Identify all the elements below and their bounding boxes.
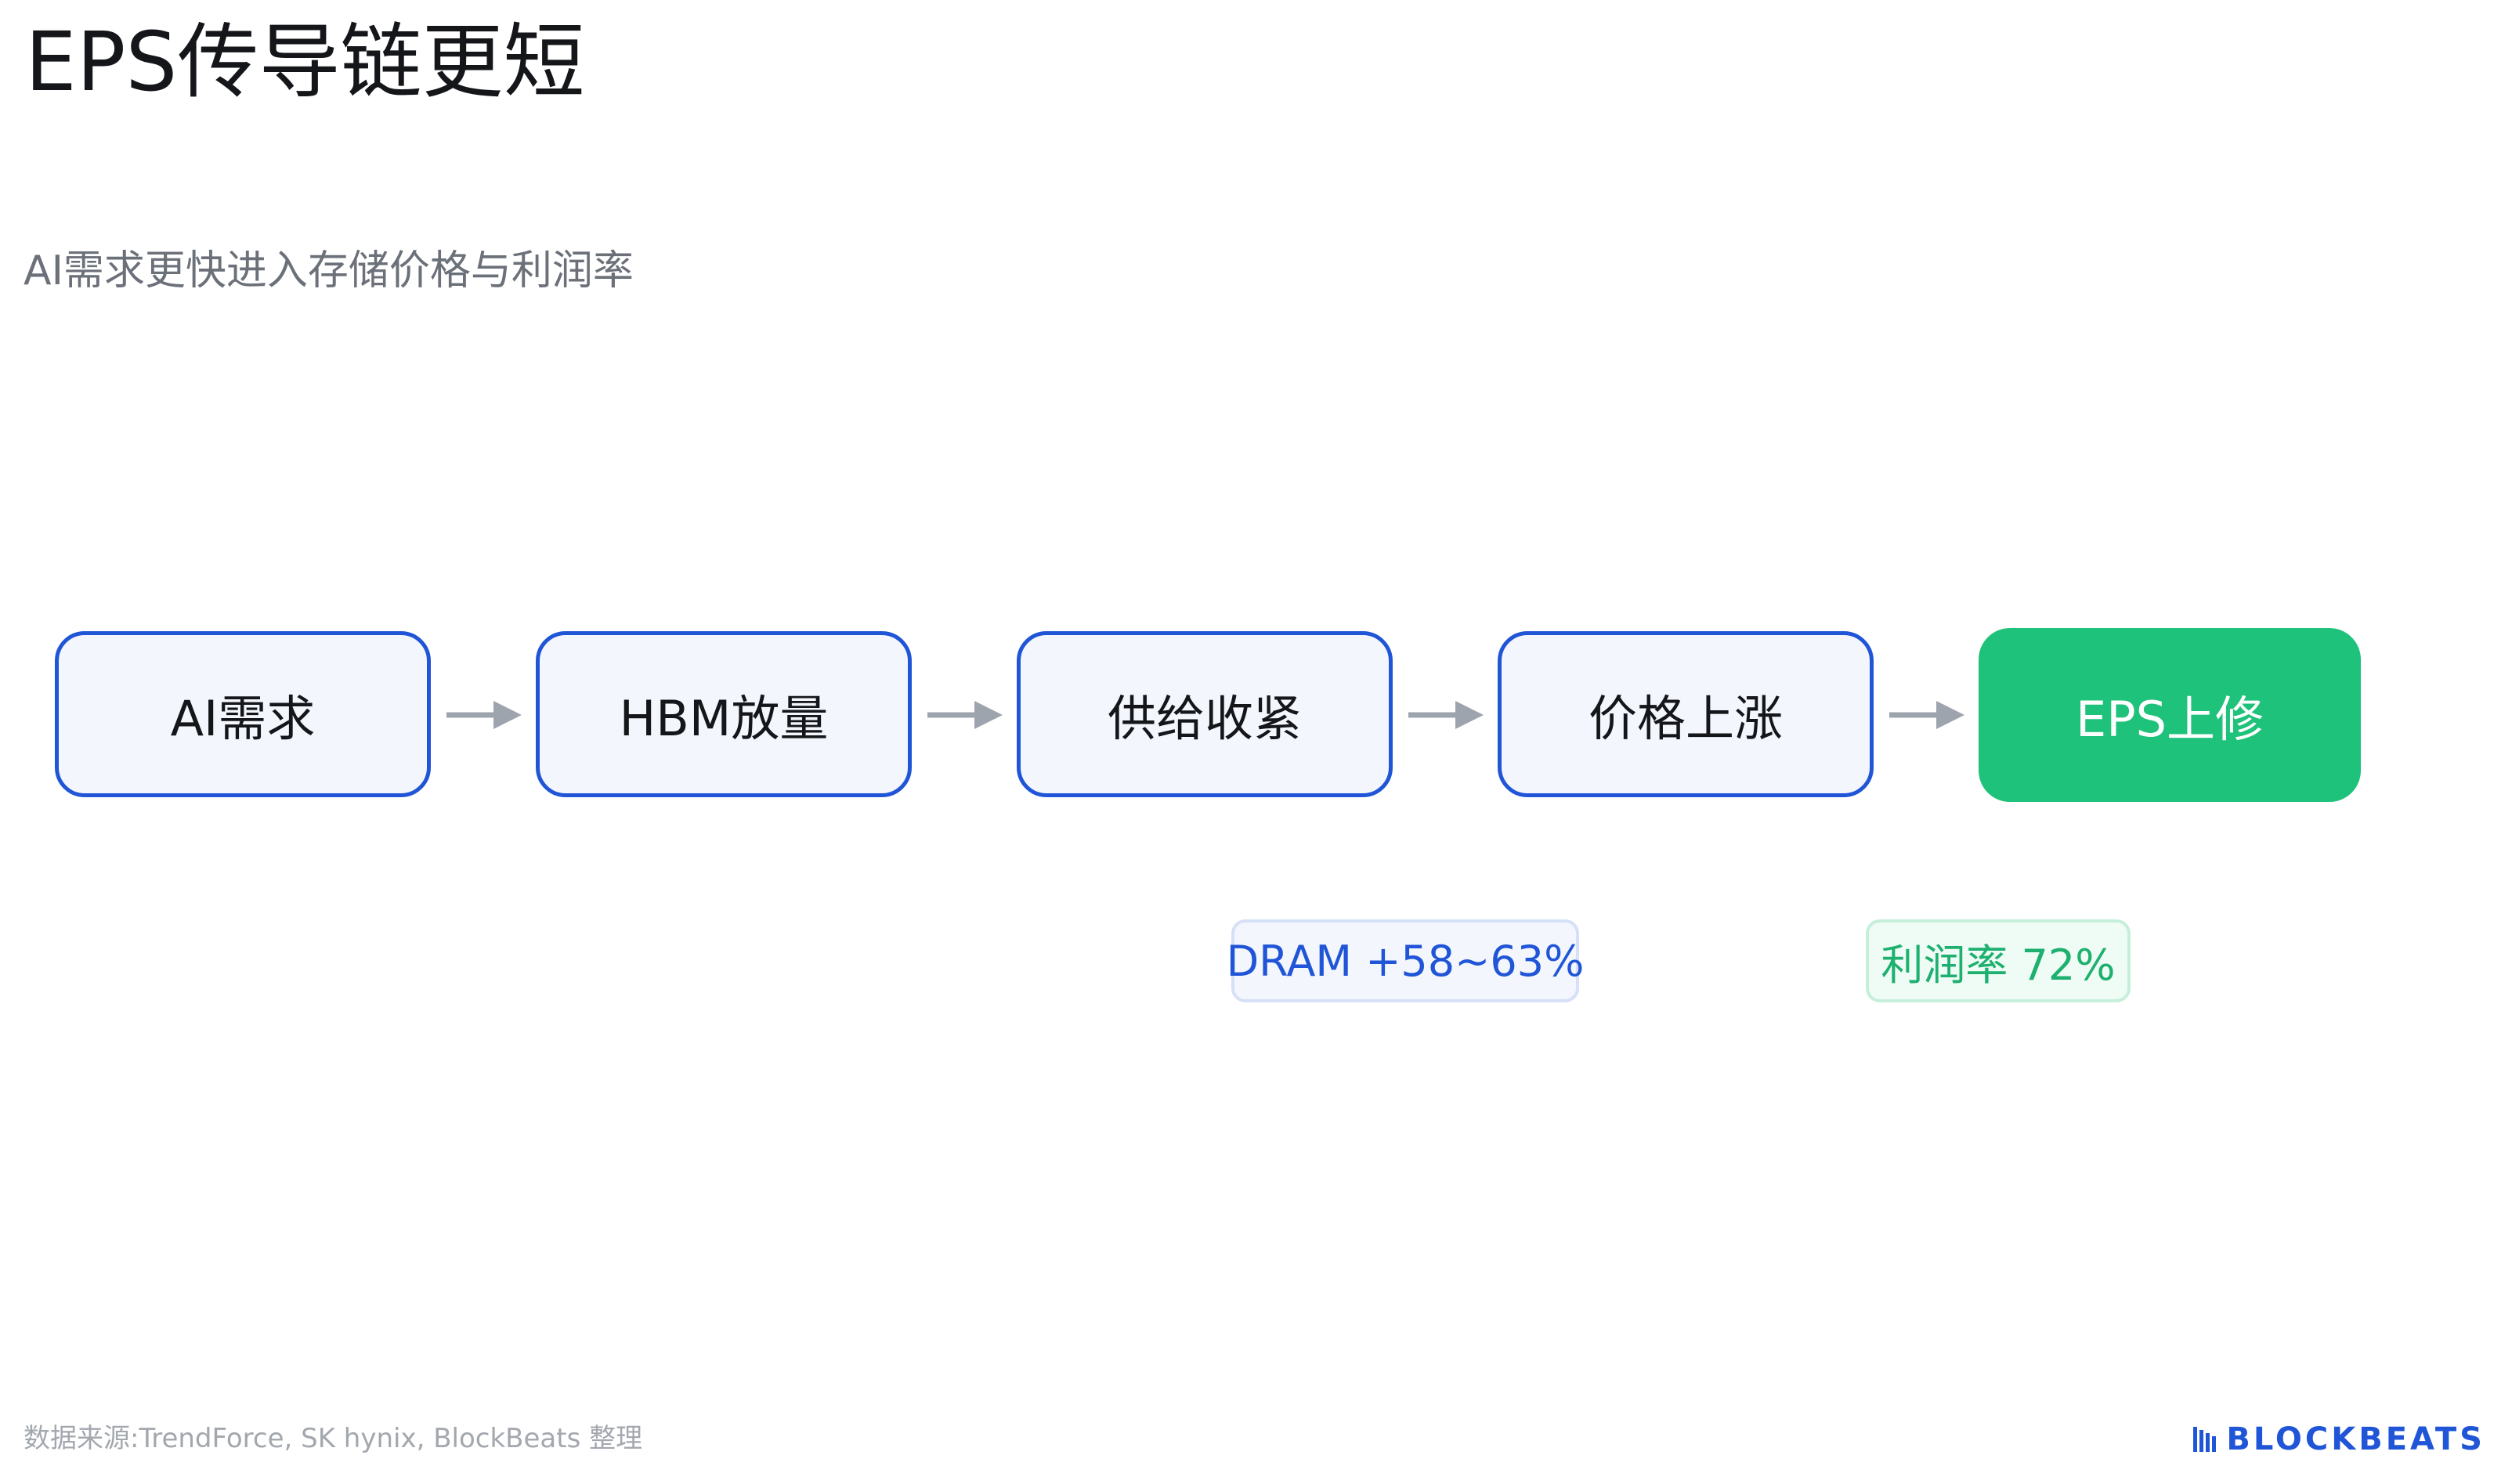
arrow-right-icon [927, 701, 1003, 729]
blockbeats-logo: BLOCKBEATS [2193, 1421, 2485, 1458]
page-title: EPS传导链更短 [25, 14, 585, 110]
chain-node-hbm-volume: HBM放量 [536, 631, 912, 797]
arrow-right-icon [1408, 701, 1484, 729]
source-footnote: 数据来源:TrendForce, SK hynix, BlockBeats 整理 [23, 1423, 643, 1454]
page-subtitle: AI需求更快进入存储价格与利润率 [23, 247, 634, 294]
arrow-right-icon [1889, 701, 1964, 729]
chain-node-supply-tightening: 供给收紧 [1017, 631, 1393, 797]
chain-node-eps-revision: EPS上修 [1979, 628, 2361, 802]
chain-node-ai-demand: AI需求 [55, 631, 431, 797]
chain-node-price-rise: 价格上涨 [1498, 631, 1874, 797]
logo-text: BLOCKBEATS [2226, 1421, 2485, 1457]
margin-badge: 利润率 72% [1866, 919, 2131, 1002]
dram-price-badge: DRAM +58~63% [1227, 919, 1584, 1002]
blockbeats-logo-icon [2193, 1427, 2217, 1452]
arrow-right-icon [446, 701, 522, 729]
